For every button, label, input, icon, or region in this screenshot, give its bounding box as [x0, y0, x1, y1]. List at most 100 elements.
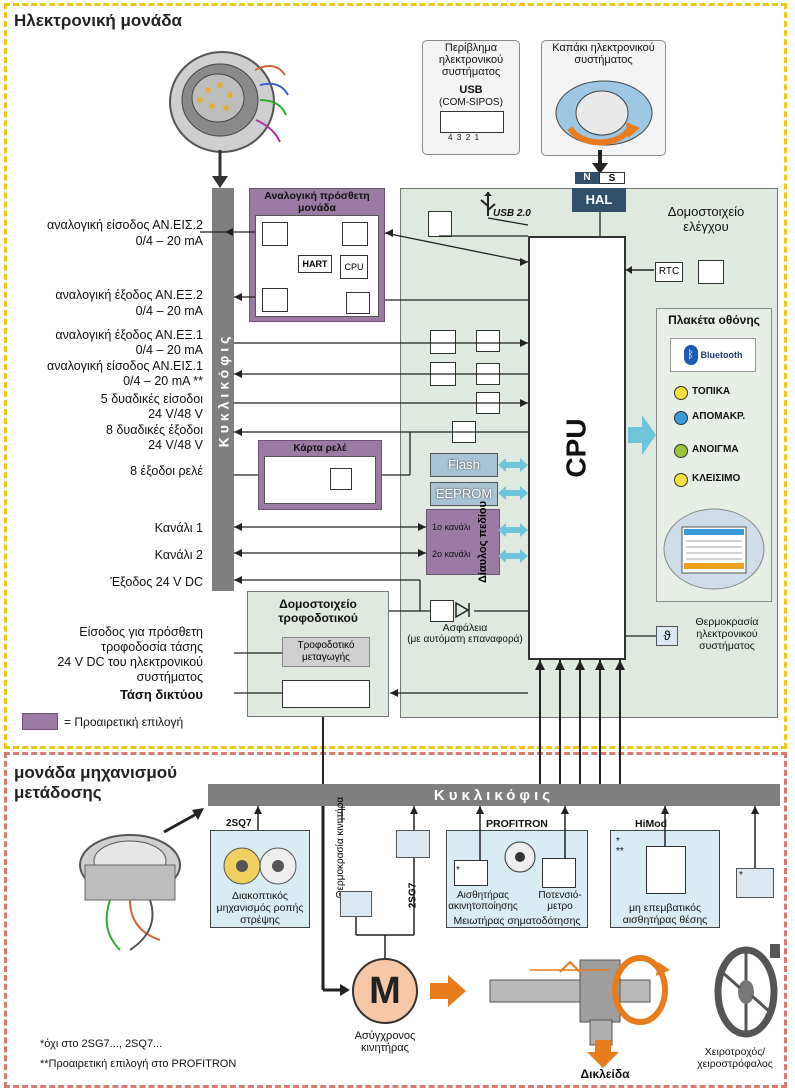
control-module-title: Δομοστοιχείο ελέγχου [667, 204, 745, 234]
usb-icon [480, 192, 496, 216]
indicator-remote: ΑΠΟΜΑΚΡ. [692, 411, 746, 422]
cpu-to-display-arrow [628, 415, 656, 455]
actuator-connector-image [79, 834, 181, 951]
stop-sensor-icon [454, 860, 488, 886]
remote-led [674, 411, 688, 425]
actuator-unit-title: μονάδα μηχανισμού μετάδοσης [14, 763, 177, 803]
label-binary-outputs: 8 δυαδικές έξοδοι [106, 423, 203, 437]
label-ao1-range: 0/4 – 20 mA [135, 343, 203, 357]
ad-converter-icon [262, 222, 288, 246]
arrow-to-bus-icon [163, 808, 204, 834]
bluetooth-label: Bluetooth [700, 350, 743, 360]
position-sensor-icon [646, 846, 686, 894]
display-screen-image [663, 508, 765, 590]
usb-label: USB [459, 84, 483, 96]
magnet-south: S [599, 172, 625, 184]
motor-letter: M [369, 969, 401, 1012]
label-ai2: αναλογική είσοδος ΑΝ.ΕΙΣ.2 [47, 218, 203, 232]
footnote-2: **Προαιρετική επιλογή στο PROFITRON [40, 1058, 237, 1070]
indicator-open: ΑΝΟΙΓΜΑ [692, 444, 739, 455]
fieldbus-arrows [498, 523, 528, 563]
switching-psu: Τροφοδοτικό μεταγωγής [282, 637, 370, 667]
temperature-icon: ϑ [656, 626, 678, 646]
close-led [674, 473, 688, 487]
bluetooth-icon: ᛒ [683, 345, 698, 365]
relay-card-title: Κάρτα ρελέ [293, 443, 347, 454]
da-converter-icon [262, 288, 288, 312]
arrow-down-icon [592, 150, 608, 174]
rtc-arrow [626, 266, 654, 274]
torque-switch-image [223, 847, 297, 885]
optocoupler-fuse-icon [430, 600, 454, 622]
position-sensor-star: * [616, 836, 620, 847]
wiring-lines-top [200, 212, 656, 785]
torque-switch-desc: Διακοπτικός μηχανισμός ροπής στρέψης [216, 890, 304, 926]
stop-sensor-star: * [456, 865, 460, 876]
power-module-title: Δομοστοιχείο τροφοδοτικού [278, 597, 358, 625]
open-led [674, 444, 688, 458]
temperature-label: Θερμοκρασία ηλεκτρονικού συστήματος [695, 616, 759, 652]
usb-pin-numbers: 4 3 2 1 [448, 133, 480, 142]
electronics-unit-region [4, 3, 787, 749]
label-aux-supply-3: 24 V DC του ηλεκτρονικού [57, 655, 203, 669]
label-ai2-range: 0/4 – 20 mA [135, 234, 203, 248]
arrow-down-icon [212, 150, 228, 188]
diode-icon [455, 601, 470, 619]
horizontal-bus-label: Κυκλικόφις [433, 786, 555, 804]
actuator-unit-region [4, 752, 787, 1088]
label-channel-2: Κανάλι 2 [154, 548, 203, 562]
usb-housing-panel [422, 40, 520, 155]
label-24v-output: Έξοδος 24 V DC [110, 575, 203, 589]
horizontal-bus [208, 784, 780, 806]
signal-reducer-label: Μειωτήρας σηματοδότησης [453, 915, 581, 927]
cover-title: Καπάκι ηλεκτρονικού συστήματος [552, 42, 655, 66]
eeprom-chip: EEPROM [430, 482, 498, 506]
stop-sensor-label: Αισθητήρας ακινητοποίησης [448, 890, 518, 912]
label-binary-outputs-voltage: 24 V/48 V [148, 438, 203, 452]
round-connector-image [169, 51, 289, 153]
rectifier-block [282, 680, 370, 708]
label-ao2: αναλογική έξοδος ΑΝ.ΕΞ.2 [55, 288, 203, 302]
local-led [674, 386, 688, 400]
position-sensor-label: μη επεμβατικός αισθητήρας θέσης [622, 902, 708, 926]
position-sensor-star2: ** [616, 846, 624, 857]
actuator-title-line1: μονάδα μηχανισμού [14, 763, 178, 782]
sq7-label: 2SQ7 [226, 818, 252, 829]
hal-sensor: HAL [572, 188, 626, 212]
label-aux-supply-1: Είσοδος για πρόσθετη [79, 625, 203, 639]
display-board-title: Πλακέτα οθόνης [668, 313, 760, 327]
potentiometer-label: Ποτενσιό- μετρο [538, 890, 582, 912]
label-mains-voltage: Τάση δικτύου [119, 687, 203, 702]
cpu-small-chip: CPU [340, 255, 368, 279]
indicator-local: ΤΟΠΙΚΑ [692, 386, 731, 397]
bluetooth-module: ᛒ Bluetooth [670, 338, 756, 372]
battery-icon [698, 260, 724, 284]
fieldbus-channel1: 1ο κανάλι [432, 522, 471, 532]
label-aux-supply-2: τροφοδοσία τάσης [101, 640, 203, 654]
label-binary-inputs: 5 δυαδικές είσοδοι [100, 392, 203, 406]
handwheel-label: Χειροτροχός/ χειροστρόφαλος [697, 1046, 773, 1070]
optocoupler-icon [346, 292, 370, 314]
hart-chip: HART [298, 255, 332, 273]
handwheel-switch-star: * [739, 870, 743, 881]
rotary-knob-icon [555, 80, 653, 146]
optional-legend-text: = Προαιρετική επιλογή [64, 715, 184, 729]
vertical-bus [212, 188, 234, 591]
optional-legend-swatch [22, 713, 58, 730]
fuse-sub-label: (με αυτόματη επαναφορά) [407, 634, 523, 645]
himod-label: HiMod [635, 818, 668, 830]
label-ao2-range: 0/4 – 20 mA [135, 304, 203, 318]
ad-converter-ao1-icon [430, 330, 456, 354]
label-binary-inputs-voltage: 24 V/48 V [148, 407, 203, 421]
optocoupler-ao1-icon [476, 330, 500, 352]
analog-module-title: Αναλογική πρόσθετη μονάδα [264, 190, 370, 214]
lock-label: Δικλείδα [580, 1067, 630, 1081]
usb-port [440, 111, 504, 133]
usb-housing-title: Περίβλημα ηλεκτρονικού συστήματος [438, 42, 504, 78]
label-ao1: αναλογική έξοδος ΑΝ.ΕΞ.1 [55, 328, 203, 342]
label-channel-1: Κανάλι 1 [154, 521, 203, 535]
actuator-title-line2: μετάδοσης [14, 783, 102, 802]
usb-sub-label: (COM-SIPOS) [439, 97, 503, 108]
torque-switch-box [210, 830, 310, 928]
profitron-label: PROFITRON [486, 818, 548, 830]
